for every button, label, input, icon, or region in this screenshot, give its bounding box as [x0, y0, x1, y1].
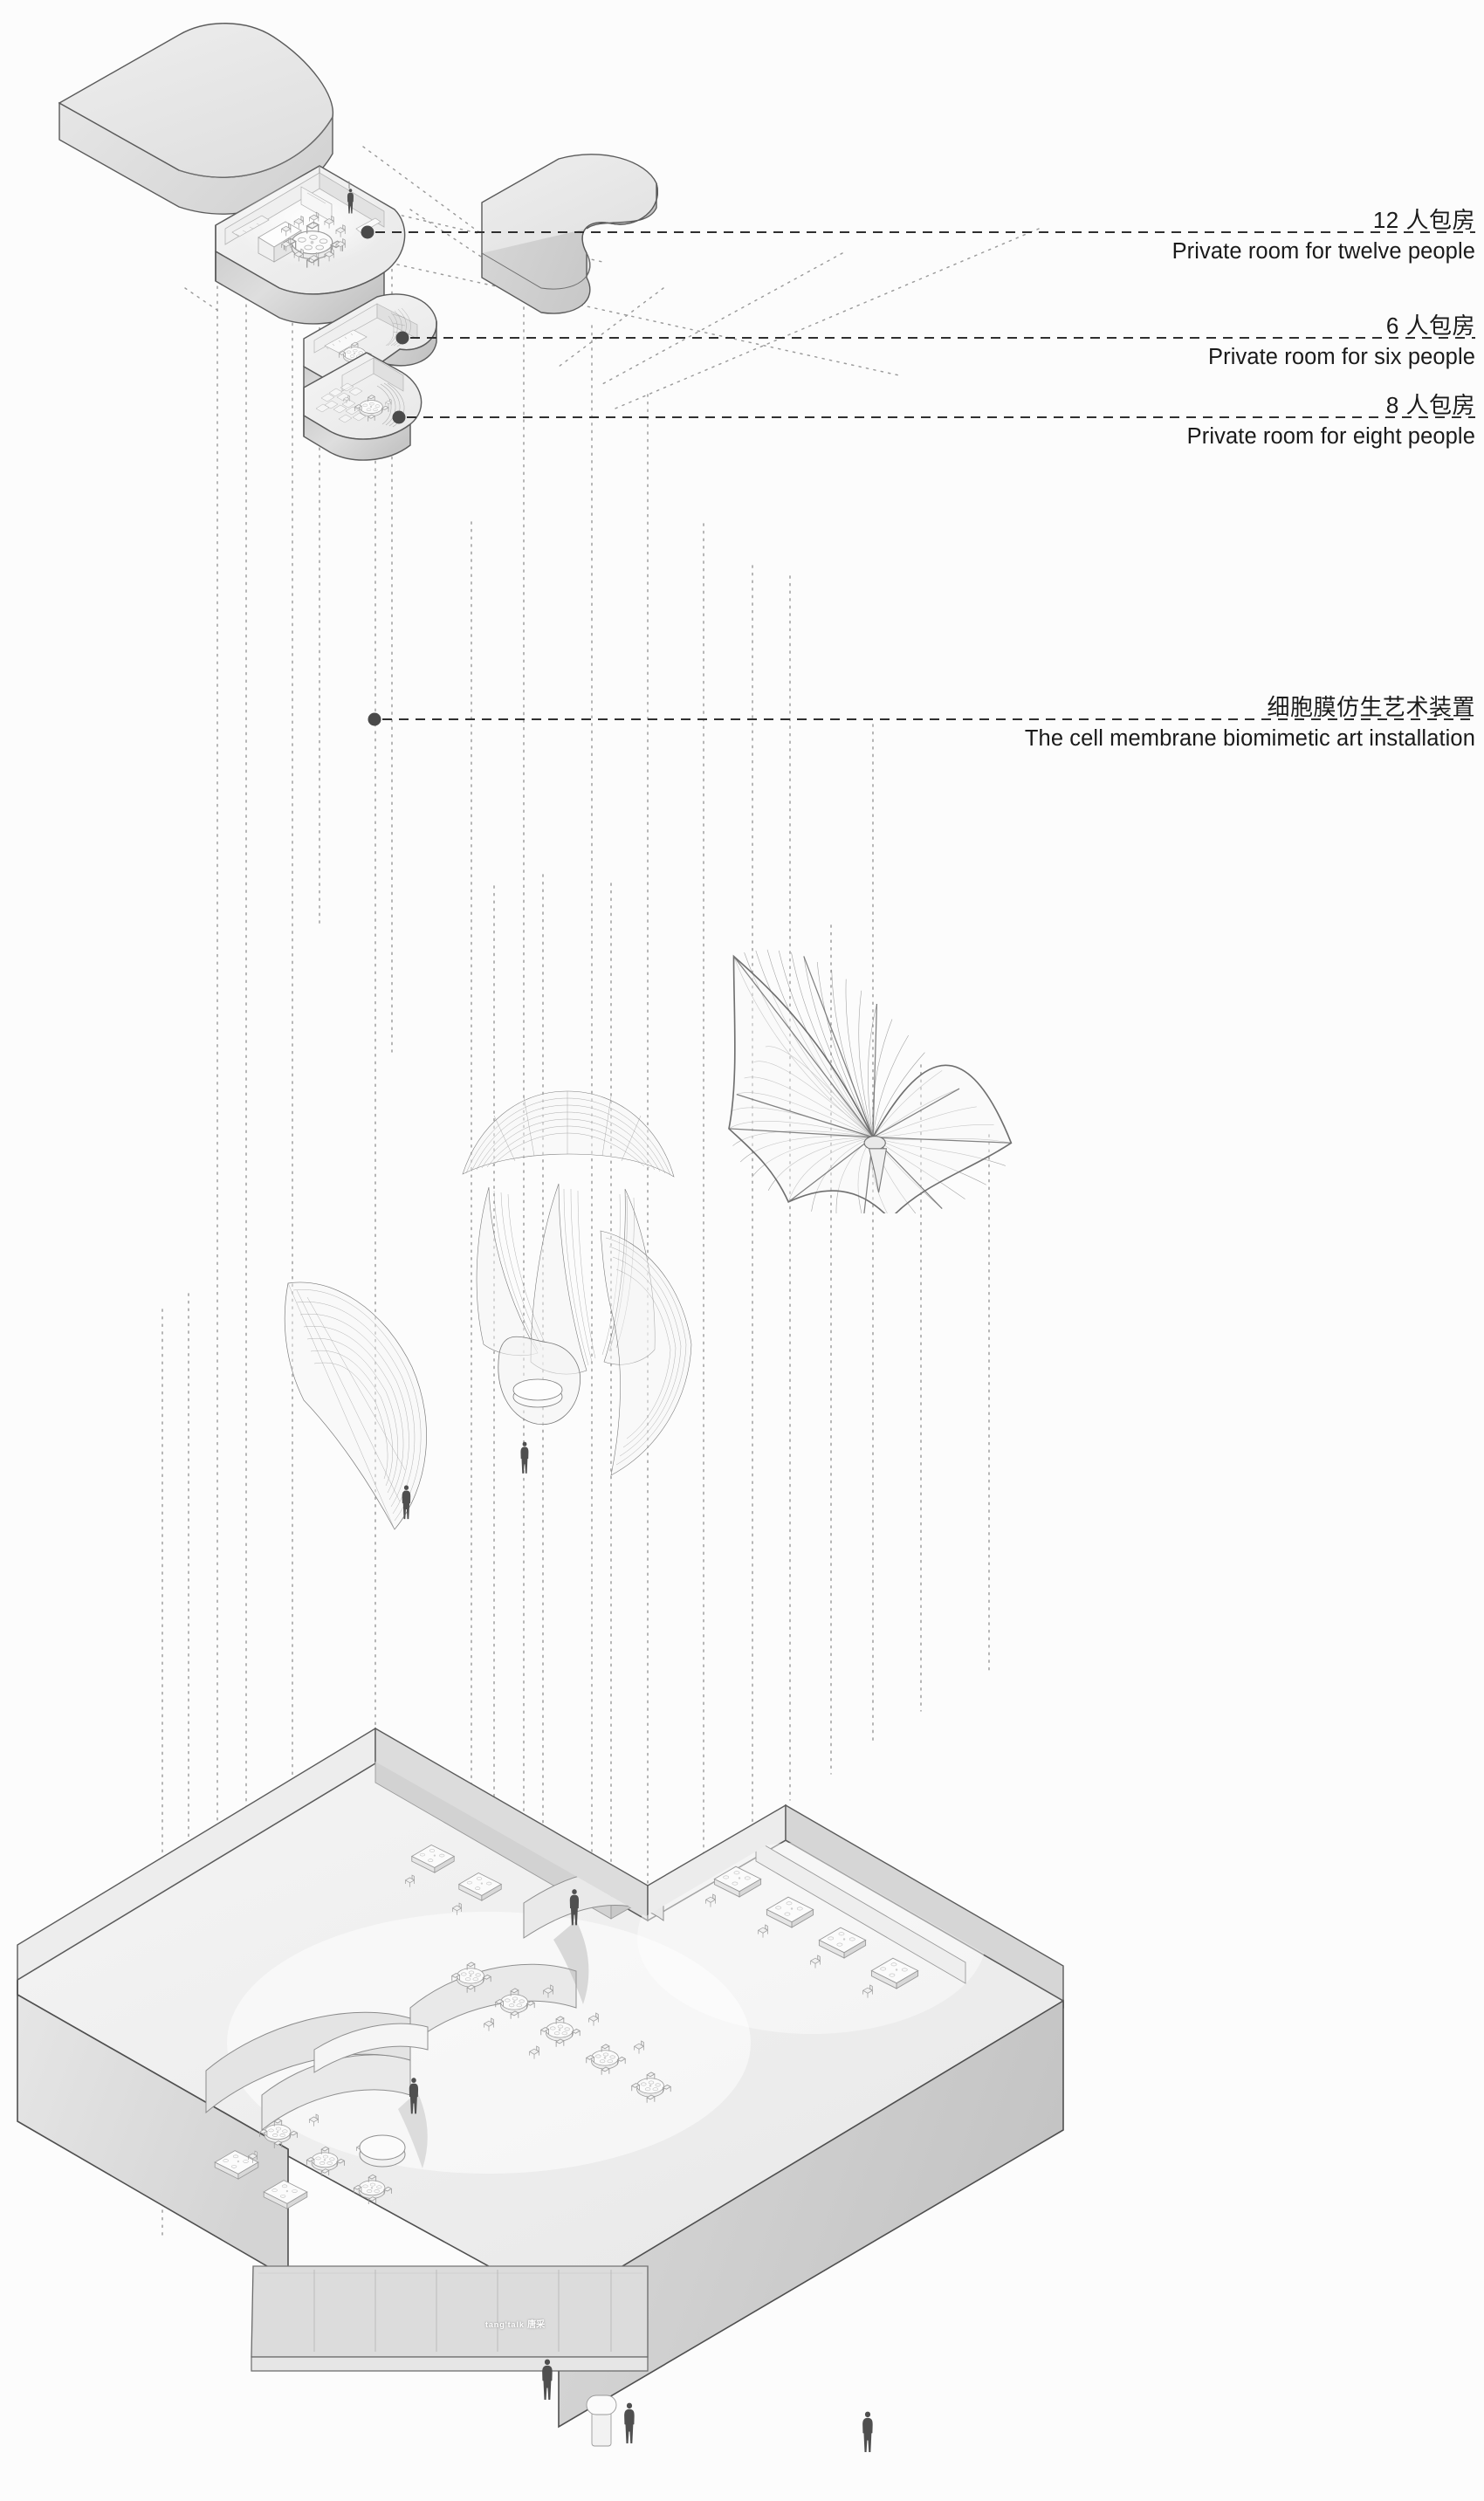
annotation-cn-label: 6 人包房: [1385, 313, 1475, 339]
annotation-en-label: Private room for six people: [1208, 345, 1475, 370]
banquette-zone: [621, 1808, 966, 1999]
storefront-signage: tang'talk 唐采: [485, 2317, 545, 2330]
annotation-private-room-12: 12 人包房 Private room for twelve people: [899, 207, 1475, 265]
ground-floor: [17, 1727, 1064, 2452]
petal-cluster: [284, 1090, 692, 1530]
leader-rules: [375, 230, 1475, 721]
annotation-private-room-8: 8 人包房 Private room for eight people: [899, 392, 1475, 450]
annotation-cn-label: 细胞膜仿生艺术装置: [1267, 694, 1475, 720]
annotation-cn-label: 8 人包房: [1385, 392, 1475, 418]
roof-slab-top: [58, 23, 334, 215]
annotation-art-installation: 细胞膜仿生艺术装置 The cell membrane biomimetic a…: [812, 694, 1475, 752]
annotation-private-room-6: 6 人包房 Private room for six people: [899, 313, 1475, 370]
annotation-cn-label: 12 人包房: [1372, 207, 1475, 233]
annotation-en-label: The cell membrane biomimetic art install…: [1024, 726, 1475, 752]
signage-cjk: 唐采: [527, 2320, 546, 2330]
annotation-en-label: Private room for eight people: [1186, 424, 1475, 450]
petal-small: [284, 1281, 427, 1530]
person-exterior-c: [862, 2411, 873, 2452]
annotation-en-label: Private room for twelve people: [1171, 239, 1475, 265]
private-room-8: [303, 352, 423, 461]
petal-large: [728, 948, 1013, 1213]
roof-slab-mid: [481, 154, 658, 314]
entry-bollard: [586, 2395, 617, 2447]
private-room-12: [215, 165, 406, 325]
signage-latin: tang'talk: [485, 2320, 525, 2329]
leader-dots: [361, 225, 409, 726]
